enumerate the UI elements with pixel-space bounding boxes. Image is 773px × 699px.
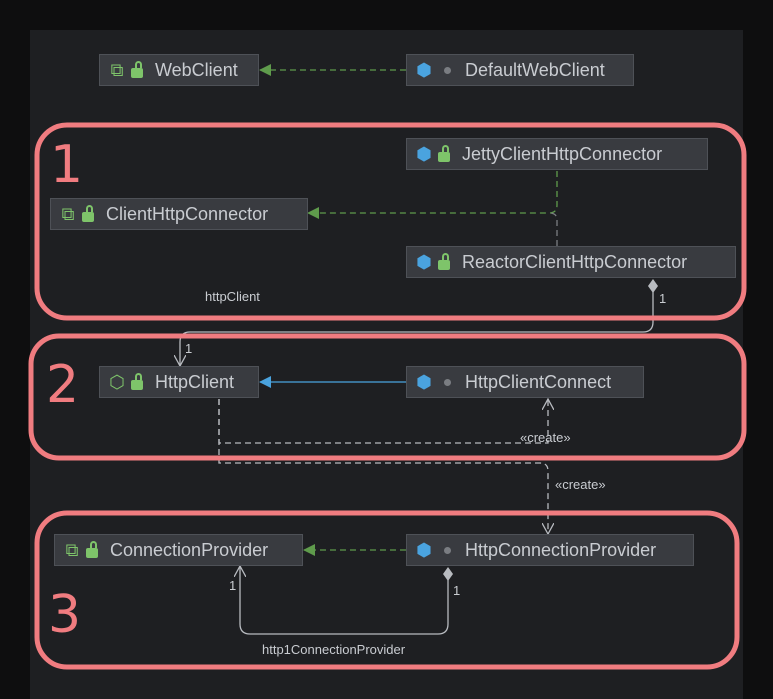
package-private-icon (444, 546, 451, 554)
class-icon: ⬢ (416, 371, 432, 392)
interface-icon: ⧉ (65, 539, 79, 560)
node-client-http-connector[interactable]: ⧉ ClientHttpConnector (50, 198, 308, 230)
lock-icon (131, 60, 143, 78)
node-label: DefaultWebClient (465, 59, 605, 80)
node-label: HttpClientConnect (465, 371, 612, 392)
annotation-number-1: 1 (50, 135, 84, 195)
field-label-http1: http1ConnectionProvider (262, 642, 406, 657)
multiplicity-label: 1 (453, 583, 461, 598)
create-label: «create» (555, 477, 606, 492)
field-label-httpclient: httpClient (205, 289, 260, 304)
node-label: HttpClient (155, 371, 235, 392)
node-httpclient[interactable]: ⬡ HttpClient (99, 366, 259, 398)
annotation-number-3: 3 (48, 585, 82, 645)
node-label: JettyClientHttpConnector (462, 143, 663, 164)
node-label: ConnectionProvider (110, 539, 269, 560)
node-jetty-connector[interactable]: ⬢ JettyClientHttpConnector (406, 138, 708, 170)
multiplicity-label: 1 (229, 578, 237, 593)
node-http-connection-provider[interactable]: ⬢ HttpConnectionProvider (406, 534, 694, 566)
edge-create-connect (218, 399, 548, 444)
node-webclient[interactable]: ⧉ WebClient (99, 54, 259, 86)
class-icon: ⬢ (416, 59, 432, 80)
class-icon: ⬢ (416, 539, 432, 560)
node-label: HttpConnectionProvider (465, 539, 657, 560)
lock-icon (438, 144, 450, 162)
node-reactor-connector[interactable]: ⬢ ReactorClientHttpConnector (406, 246, 736, 278)
package-private-icon (444, 66, 451, 74)
node-connection-provider[interactable]: ⧉ ConnectionProvider (54, 534, 303, 566)
multiplicity-label: 1 (185, 341, 193, 356)
node-label: WebClient (155, 59, 238, 80)
interface-icon: ⧉ (110, 59, 124, 80)
annotation-number-2: 2 (46, 355, 80, 415)
abstract-class-icon: ⬡ (109, 371, 125, 392)
edge-create-provider (218, 399, 548, 534)
edge-reactor-to-connector (548, 212, 558, 246)
create-label: «create» (520, 430, 571, 445)
multiplicity-label: 1 (659, 291, 667, 306)
edge-jetty-to-connector (307, 171, 558, 219)
node-httpclient-connect[interactable]: ⬢ HttpClientConnect (406, 366, 644, 398)
class-icon: ⬢ (416, 251, 432, 272)
edge-http1 (240, 566, 449, 635)
lock-icon (82, 204, 94, 222)
node-default-webclient[interactable]: ⬢ DefaultWebClient (406, 54, 634, 86)
package-private-icon (444, 378, 451, 386)
node-label: ReactorClientHttpConnector (462, 251, 688, 272)
lock-icon (131, 372, 143, 390)
annotation-outlines (28, 122, 747, 670)
node-label: ClientHttpConnector (106, 203, 269, 224)
class-icon: ⬢ (416, 143, 432, 164)
lock-icon (86, 540, 98, 558)
lock-icon (438, 252, 450, 270)
interface-icon: ⧉ (61, 203, 75, 224)
